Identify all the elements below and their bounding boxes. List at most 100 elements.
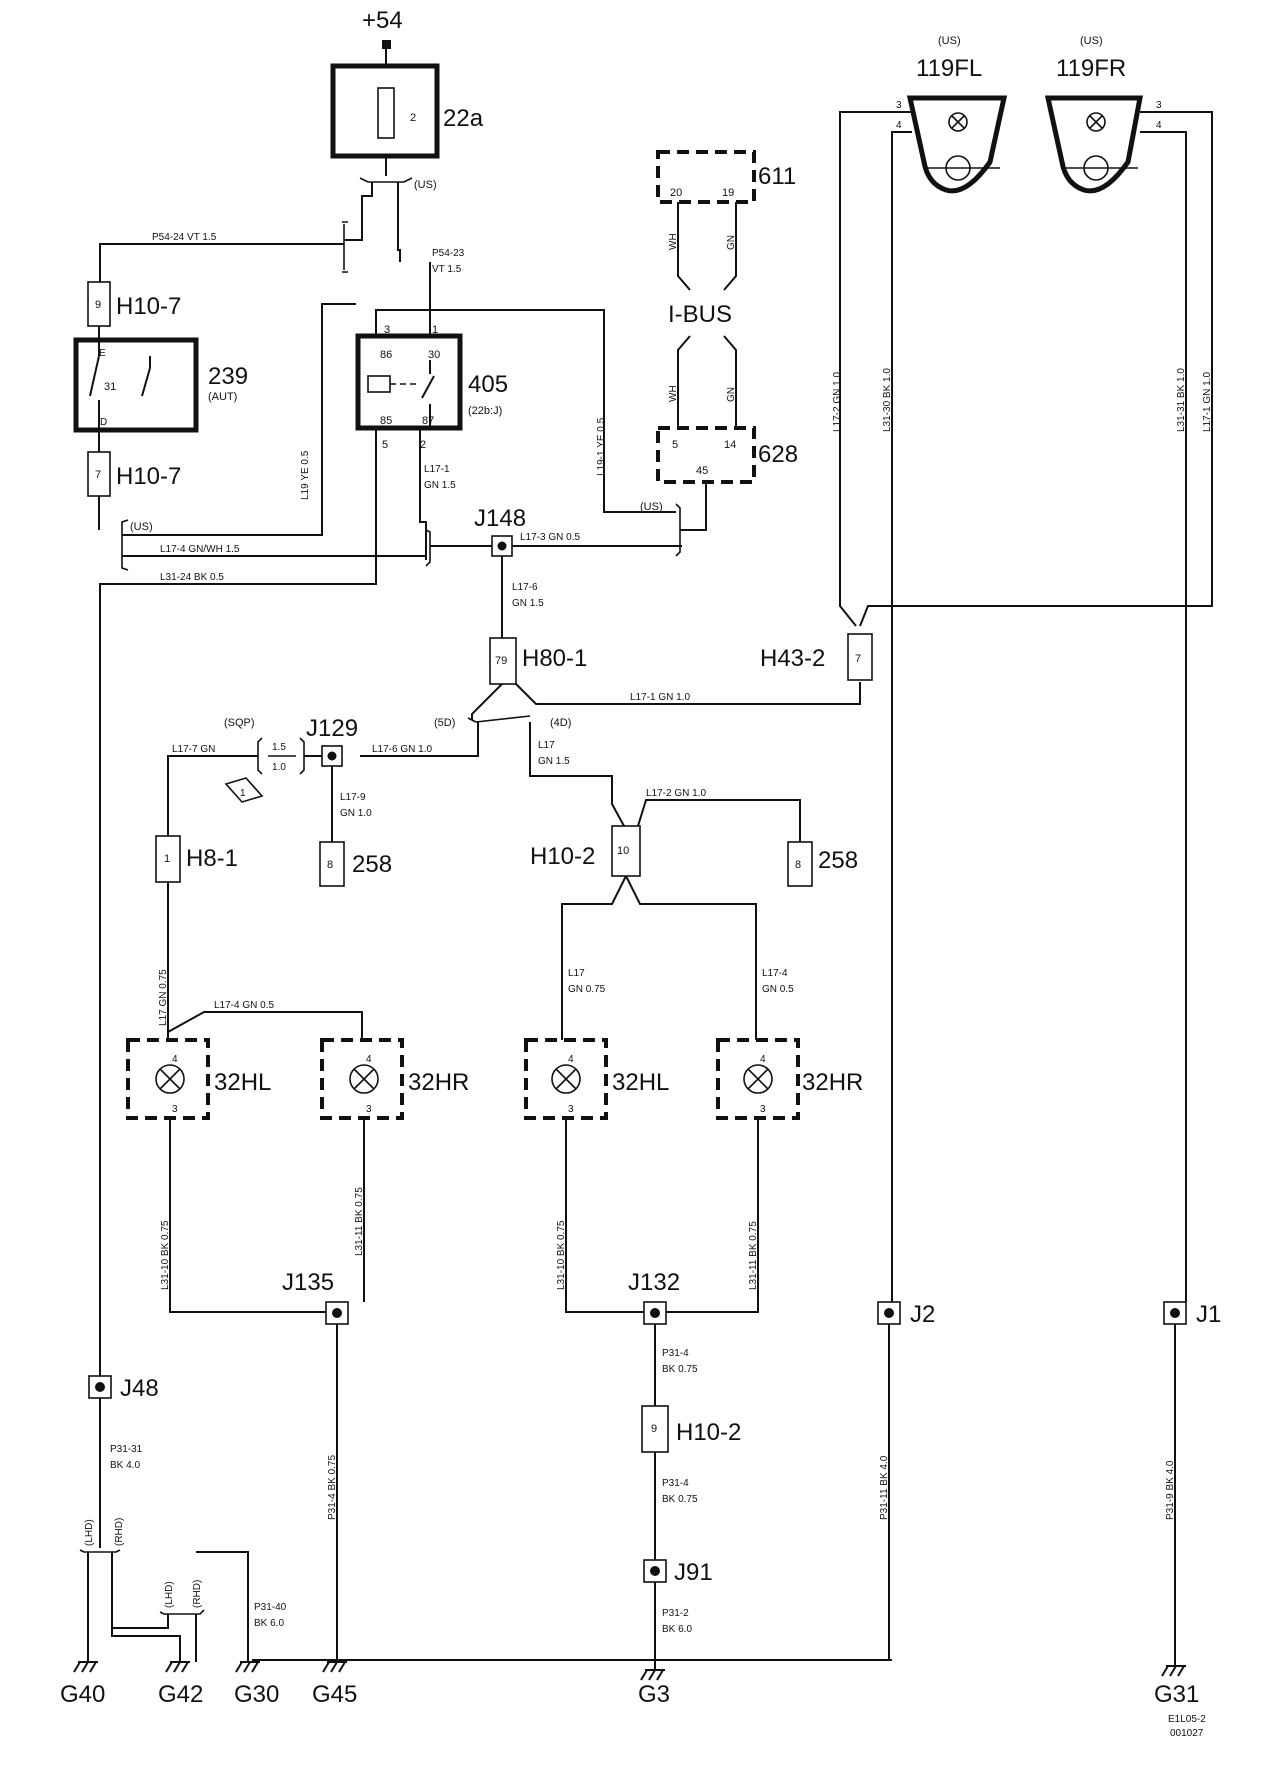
fuse-variant: (US) <box>414 179 437 191</box>
connector-258-left-label: 258 <box>352 851 392 878</box>
relay-id: 405 <box>468 371 508 398</box>
splice-j1-label: J1 <box>1196 1301 1221 1328</box>
wire-l17-4d: GN 0.5 <box>762 984 794 995</box>
lamp-119fl-variant: (US) <box>938 35 961 47</box>
module-628-id: 628 <box>758 441 798 468</box>
connector-h10-7-pin7-number: 7 <box>95 469 101 481</box>
relay-pin-85: 85 <box>380 415 392 427</box>
wire-l17b: GN 1.5 <box>538 756 570 767</box>
switch-pin-d: D <box>100 417 107 428</box>
wire-p5423b: VT 1.5 <box>432 264 462 275</box>
wire-p31-40b: BK 6.0 <box>254 1618 284 1629</box>
connector-h8-1-pin: 1 <box>164 853 170 865</box>
wire-p31-4b: BK 0.75 <box>662 1364 698 1375</box>
connector-h80-1-pin: 79 <box>495 655 507 667</box>
connector-258-right-pin: 8 <box>795 859 801 871</box>
wire-p31-2a: P31-2 <box>662 1608 689 1619</box>
footer-date: 001027 <box>1170 1728 1204 1739</box>
lamp-119fr-pin-a: 3 <box>1156 100 1162 111</box>
wire-h81: L17 GN 0.75 <box>158 969 169 1026</box>
connector-h43-2 <box>847 633 873 681</box>
lamp-32hr-left: 32HR 4 3 <box>320 1038 469 1120</box>
lamp-32hr-right-p1: 4 <box>760 1054 766 1065</box>
lamp-32hl-right-p1: 4 <box>568 1054 574 1065</box>
wire-p31-4c: P31-4 <box>662 1478 689 1489</box>
wire-l17-2v: L17-2 GN 1.0 <box>832 372 843 432</box>
wire-gn1: GN <box>726 235 737 250</box>
wire-l17-4b: L17-4 GN 0.5 <box>214 1000 274 1011</box>
relay-term-3: 3 <box>384 324 390 336</box>
module-628-pin-a: 5 <box>672 439 678 451</box>
module-611-pin-a: 20 <box>670 187 682 199</box>
wire-l17-7: L17-7 GN <box>172 744 215 755</box>
relay-coil <box>367 375 391 393</box>
wire-p31-9: P31-9 BK 4.0 <box>1165 1460 1176 1520</box>
ground-g3: G3 <box>638 1669 670 1708</box>
sqp-a: 1.5 <box>272 742 286 753</box>
ibus-label: I-BUS <box>668 301 732 328</box>
ground-g45: G45 <box>312 1661 357 1708</box>
ground-g42-label: G42 <box>158 1681 203 1708</box>
lamp-119fl-label: 119FL <box>916 55 982 82</box>
variant-rhd-left: (RHD) <box>114 1518 125 1546</box>
lamp-32hl-right-label: 32HL <box>612 1069 669 1096</box>
connector-h8-1-label: H8-1 <box>186 845 238 872</box>
fuse-number: 2 <box>410 112 416 124</box>
relay-pin-30: 30 <box>428 349 440 361</box>
wire-l31-24: L31-24 BK 0.5 <box>160 572 224 583</box>
connector-h80-1 <box>489 637 517 685</box>
connector-h43-2-pin: 7 <box>855 653 861 665</box>
lamp-119fr-pin-b: 4 <box>1156 120 1162 131</box>
variant-us-mid: (US) <box>640 501 663 513</box>
switch-pin-31: 31 <box>104 381 116 393</box>
wire-l17-4c: L17-4 <box>762 968 788 979</box>
fuse-element <box>377 87 395 139</box>
wire-l19-1: L19-1 YE 0.5 <box>596 417 607 476</box>
connector-258-left-pin: 8 <box>327 859 333 871</box>
variant-4d: (4D) <box>550 717 571 729</box>
lamp-32hl-right: 32HL 4 3 <box>524 1038 669 1120</box>
wire-l31-10a: L31-10 BK 0.75 <box>160 1220 171 1290</box>
wire-p31-2b: BK 6.0 <box>662 1624 692 1635</box>
connector-h10-2-lower-label: H10-2 <box>676 1419 741 1446</box>
ground-g30-label: G30 <box>234 1681 279 1708</box>
wire-l17-2: L17-2 GN 1.0 <box>646 788 706 799</box>
ground-g42: G42 <box>158 1661 203 1708</box>
wire-l31-11b: L31-11 BK 0.75 <box>748 1221 759 1290</box>
lamp-32hr-left-p1: 4 <box>366 1054 372 1065</box>
wire-l17-9b: GN 1.0 <box>340 808 372 819</box>
wire-l31-11a: L31-11 BK 0.75 <box>354 1187 365 1256</box>
module-611-id: 611 <box>758 163 796 190</box>
fuse-box-22a <box>330 63 440 159</box>
module-628-pin-b: 14 <box>724 439 736 451</box>
wire-p5423a: P54-23 <box>432 248 465 259</box>
splice-j48-label: J48 <box>120 1375 159 1402</box>
module-628 <box>656 426 756 484</box>
lamp-32hr-right: 32HR 4 3 <box>716 1038 863 1120</box>
supply-terminal <box>382 40 391 49</box>
wire-l31-10b: L31-10 BK 0.75 <box>556 1220 567 1290</box>
splice-j132-label: J132 <box>628 1269 680 1296</box>
connector-h8-1 <box>155 835 181 883</box>
relay-pin-87: 87 <box>422 415 434 427</box>
lamp-32hr-left-label: 32HR <box>408 1069 469 1096</box>
ground-g45-label: G45 <box>312 1681 357 1708</box>
wire-l17-6a: L17-6 <box>512 582 538 593</box>
variant-us-left: (US) <box>130 521 153 533</box>
connector-h43-2-label: H43-2 <box>760 645 825 672</box>
relay-term-2: 2 <box>420 439 426 451</box>
connector-258-right-label: 258 <box>818 847 858 874</box>
ground-g31: G31 <box>1154 1665 1199 1708</box>
variant-lhd-right: (LHD) <box>164 1581 175 1608</box>
connector-h10-2-pin9-number: 9 <box>651 1423 657 1435</box>
ground-g30: G30 <box>234 1661 279 1708</box>
splice-j91-label: J91 <box>674 1559 713 1586</box>
wire-p31-40a: P31-40 <box>254 1602 287 1613</box>
module-611-pin-b: 19 <box>722 187 734 199</box>
wire-p31-31b: BK 4.0 <box>110 1460 140 1471</box>
wire-p31-4v: P31-4 BK 0.75 <box>327 1455 338 1520</box>
fuse-id: 22a <box>443 105 484 132</box>
wire-l17-1v: L17-1 GN 1.0 <box>1202 372 1213 432</box>
lamp-32hl-left-label: 32HL <box>214 1069 271 1096</box>
splice-j135-label: J135 <box>282 1269 334 1296</box>
